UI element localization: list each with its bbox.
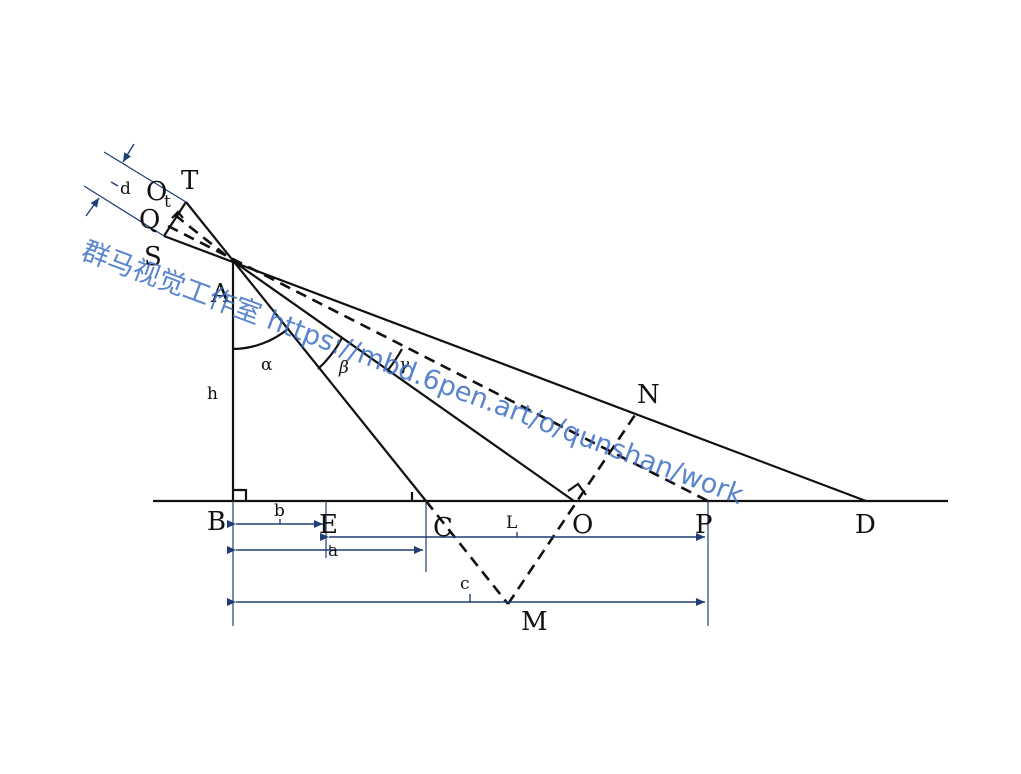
label-o: O xyxy=(572,510,593,540)
dashed-mn xyxy=(506,411,639,605)
segment-tc xyxy=(185,201,427,502)
label-dim-d: d xyxy=(120,179,131,199)
right-angle-b xyxy=(233,488,248,501)
label-m: M xyxy=(521,607,548,637)
label-n: N xyxy=(637,380,660,410)
label-d: D xyxy=(855,510,876,540)
label-q: Q xyxy=(139,205,160,235)
right-angle-t xyxy=(171,210,184,219)
watermark: 群马视觉工作室 https://mbd.6pen.art/o/qunshan/w… xyxy=(78,236,748,512)
dim-d-line-lower xyxy=(83,185,165,237)
label-ot: O xyxy=(146,177,167,207)
label-e: E xyxy=(319,510,338,540)
label-ot-sub: t xyxy=(164,192,171,212)
segment-ao xyxy=(232,260,575,502)
dim-d-tick xyxy=(110,181,119,187)
label-p: P xyxy=(695,510,713,540)
label-dim-l: L xyxy=(506,513,517,533)
label-s: S xyxy=(144,242,162,272)
dashed-qp xyxy=(167,224,709,503)
dashed-qt xyxy=(174,213,234,263)
arc-alpha xyxy=(232,327,290,351)
label-b: B xyxy=(207,507,226,537)
segment-sd xyxy=(163,234,867,503)
label-dim-h: h xyxy=(207,384,218,404)
label-beta: β xyxy=(338,358,349,378)
label-c: C xyxy=(433,513,453,543)
label-a: A xyxy=(210,279,231,309)
arc-gamma xyxy=(387,348,403,371)
label-gamma: γ xyxy=(399,355,410,375)
label-dim-a: a xyxy=(328,541,338,561)
label-t: T xyxy=(181,166,199,196)
label-dim-b: b xyxy=(274,501,285,521)
label-alpha: α xyxy=(261,355,273,375)
arc-beta xyxy=(317,337,343,370)
dim-d-arrow-upper xyxy=(122,143,135,163)
label-dim-c: c xyxy=(460,574,470,594)
dim-d-arrow-lower xyxy=(85,197,100,217)
segment-ts xyxy=(163,201,187,237)
dim-d-line-upper xyxy=(103,151,187,203)
right-angle-o xyxy=(567,482,587,496)
dashed-cm xyxy=(424,500,510,605)
